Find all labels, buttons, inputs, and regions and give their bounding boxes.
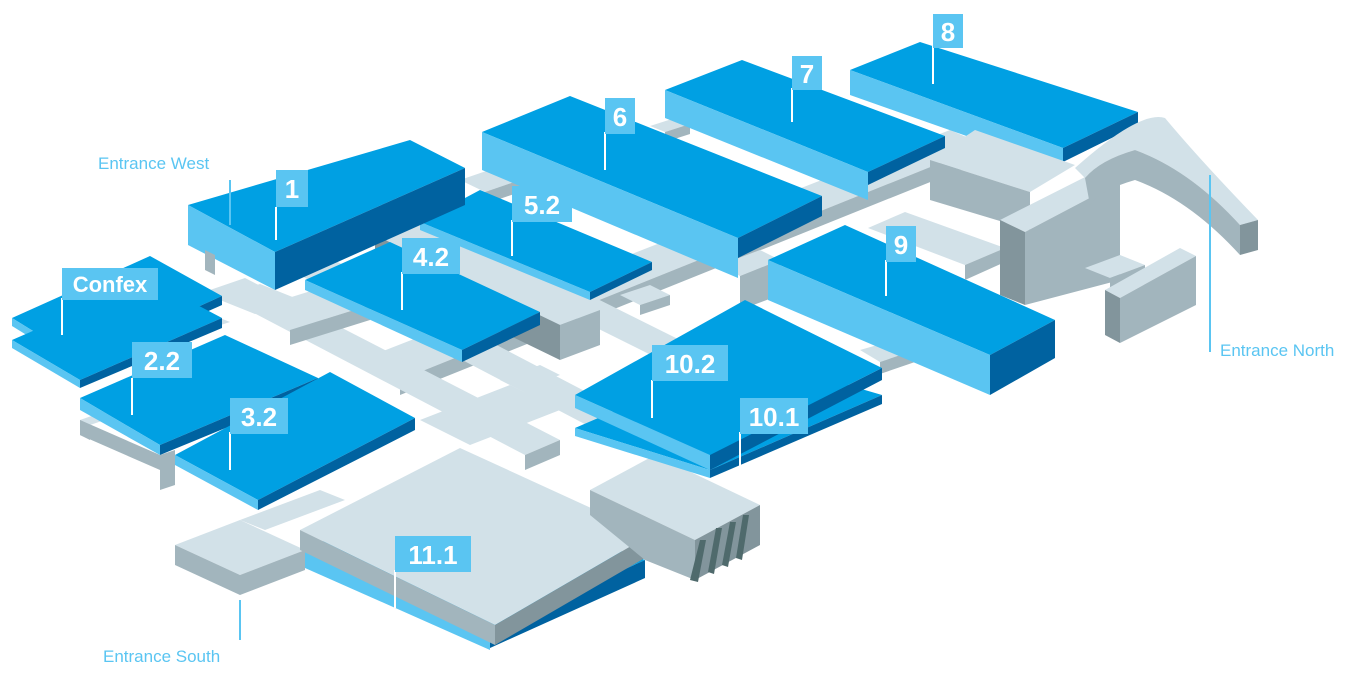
hall-9-annex: [868, 212, 1005, 280]
svg-text:9: 9: [894, 230, 908, 260]
walkway-segment: [290, 305, 370, 345]
entrance-north-arch: [1075, 117, 1258, 255]
walkway-segment: [175, 520, 305, 575]
svg-text:Confex: Confex: [73, 272, 148, 297]
entrance-north-label[interactable]: Entrance North: [1220, 341, 1334, 360]
entrance-labels: Entrance West Entrance North Entrance So…: [98, 154, 1334, 666]
label-hall-3-2[interactable]: 3.2: [230, 398, 288, 434]
entrance-canopy: [690, 515, 749, 582]
walkway-segment: [420, 385, 560, 445]
hall-4-2[interactable]: [305, 242, 540, 362]
label-hall-8[interactable]: 8: [933, 14, 963, 48]
svg-text:3.2: 3.2: [241, 402, 277, 432]
label-hall-10-2[interactable]: 10.2: [652, 345, 728, 381]
entrance-south-label[interactable]: Entrance South: [103, 647, 220, 666]
svg-text:7: 7: [800, 59, 814, 89]
walkway-segment: [620, 285, 670, 305]
hall-labels: 1 2.2 3.2 4.2 5.2 6 7 8: [62, 14, 963, 572]
label-hall-10-1[interactable]: 10.1: [740, 398, 808, 434]
walkway-segment: [525, 440, 560, 470]
label-hall-9[interactable]: 9: [886, 226, 916, 262]
hall-6[interactable]: [482, 96, 822, 278]
label-hall-1[interactable]: 1: [276, 170, 308, 207]
hall-9[interactable]: [768, 225, 1055, 395]
label-hall-7[interactable]: 7: [792, 56, 822, 90]
walkway-segment: [80, 420, 160, 470]
entrance-west-label[interactable]: Entrance West: [98, 154, 209, 173]
walkway-segment: [160, 450, 175, 490]
svg-text:10.2: 10.2: [665, 349, 716, 379]
walkway-segment: [240, 550, 305, 595]
entrance-north-complex: [930, 117, 1258, 343]
label-hall-11-1[interactable]: 11.1: [395, 536, 471, 572]
walkway-segment: [240, 490, 345, 530]
label-hall-confex[interactable]: Confex: [62, 268, 158, 300]
hall-5-2[interactable]: [420, 190, 652, 300]
label-hall-5-2[interactable]: 5.2: [512, 186, 572, 222]
label-hall-2-2[interactable]: 2.2: [132, 342, 192, 378]
svg-text:8: 8: [941, 17, 955, 47]
walkway-segment: [175, 545, 240, 595]
walkway-segment: [560, 310, 600, 360]
svg-text:10.1: 10.1: [749, 402, 800, 432]
hall-7[interactable]: [665, 60, 945, 200]
label-hall-4-2[interactable]: 4.2: [402, 238, 460, 274]
svg-text:4.2: 4.2: [413, 242, 449, 272]
walkway-segment: [640, 295, 670, 315]
hall-1[interactable]: [188, 140, 465, 290]
svg-text:6: 6: [613, 102, 627, 132]
svg-text:2.2: 2.2: [144, 346, 180, 376]
hall-11-1[interactable]: [300, 448, 650, 650]
leader-lines: [61, 46, 1211, 640]
hall-3-2[interactable]: [175, 372, 415, 510]
svg-text:1: 1: [285, 174, 299, 204]
svg-text:5.2: 5.2: [524, 190, 560, 220]
svg-text:11.1: 11.1: [408, 540, 457, 570]
walkway-segment: [500, 365, 560, 390]
label-hall-6[interactable]: 6: [605, 98, 635, 134]
entrance-south-building: [590, 455, 760, 582]
